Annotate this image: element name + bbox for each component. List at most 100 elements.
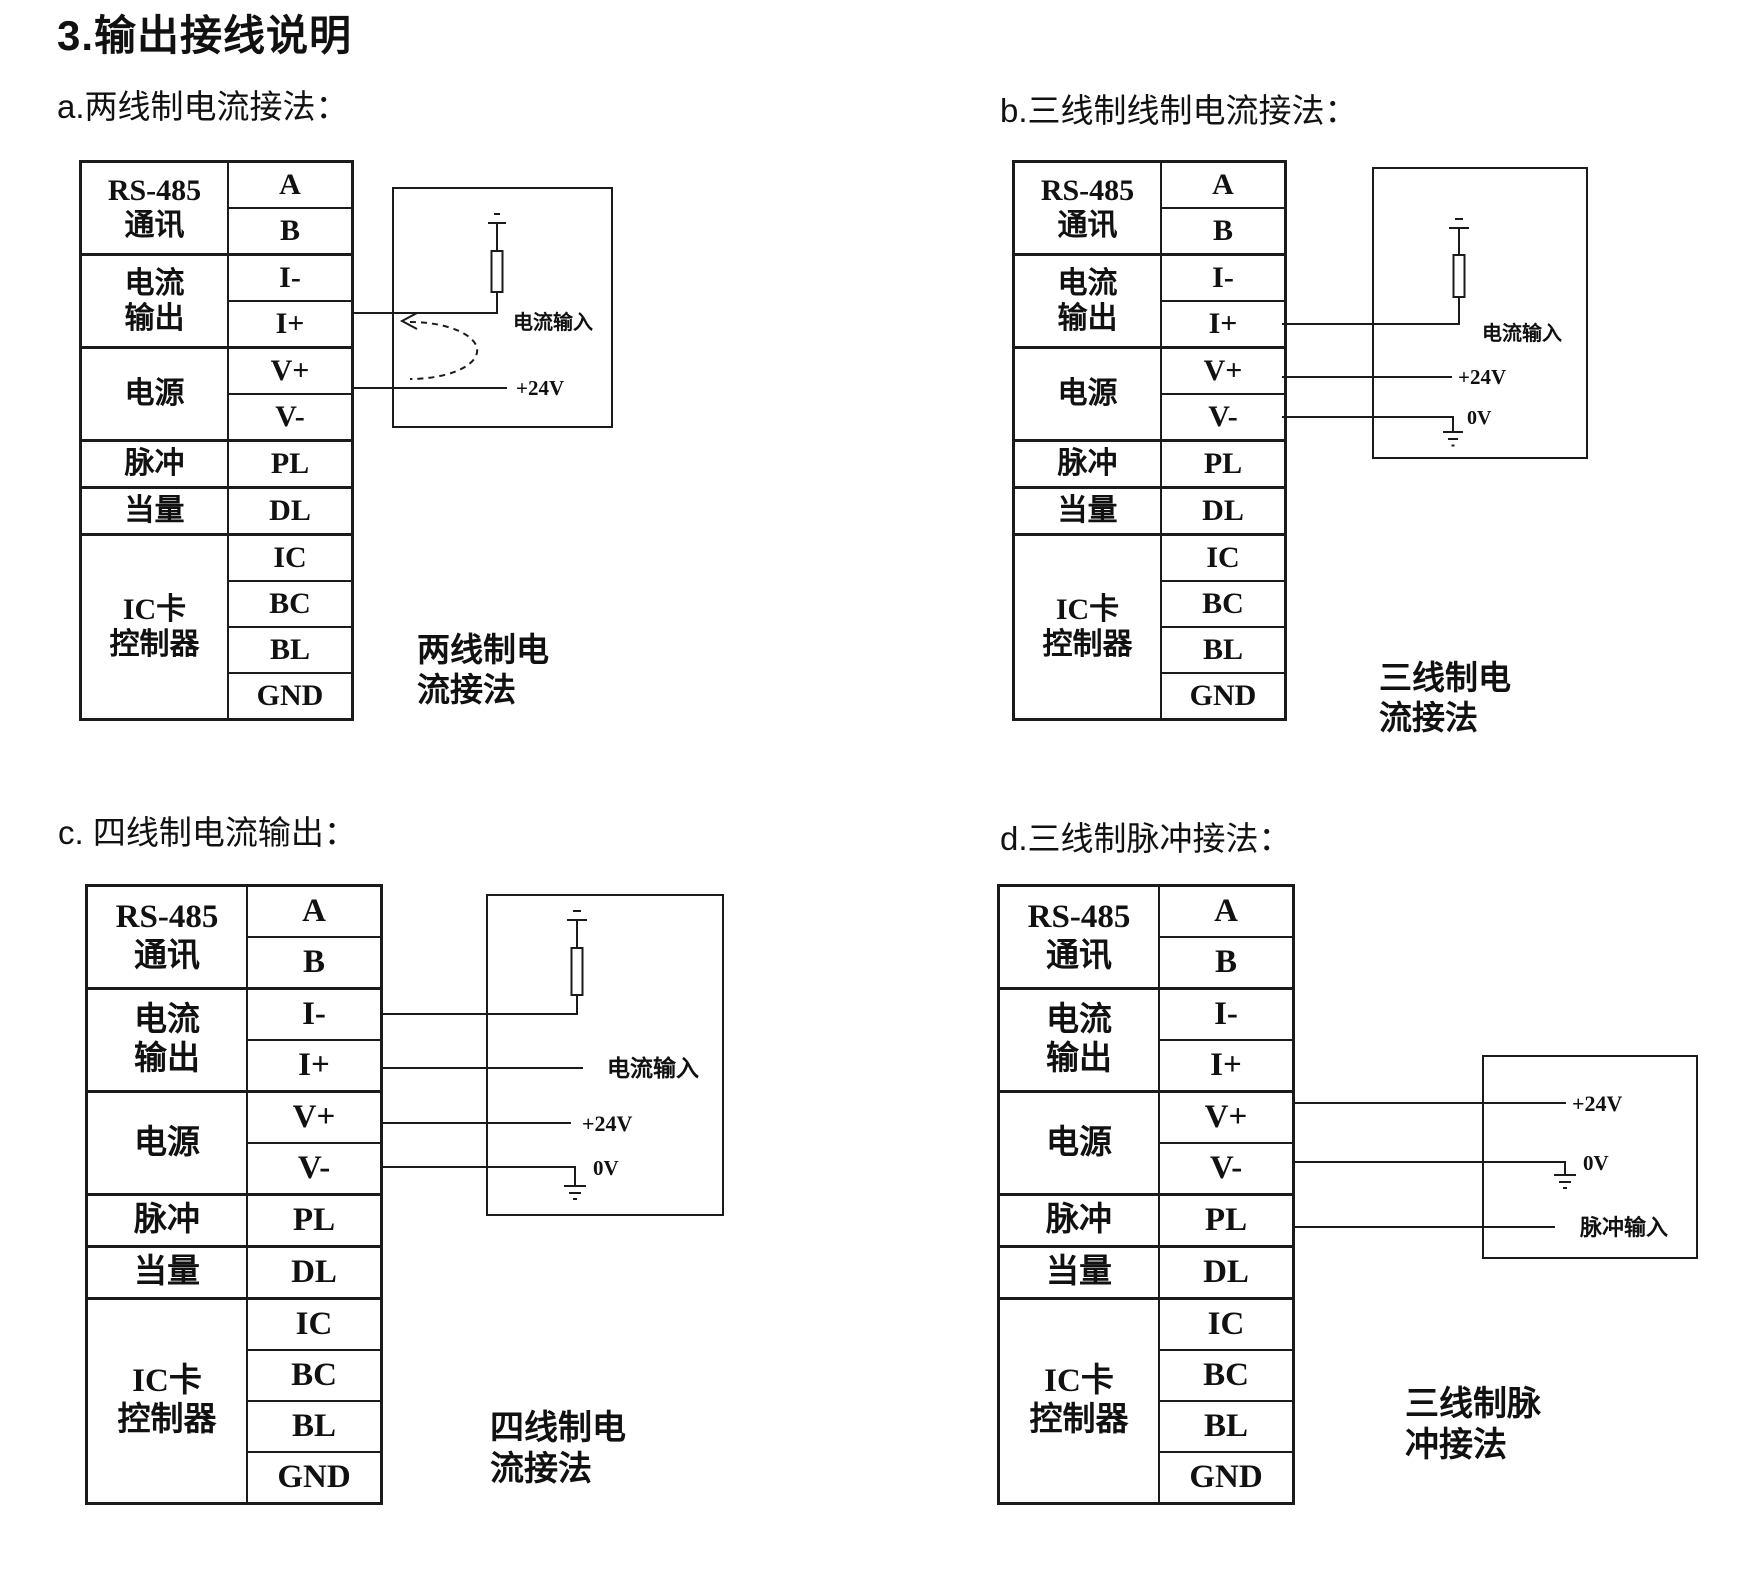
caption-a: 两线制电 流接法 (417, 633, 549, 709)
terminal-group-label: 电流 输出 (85, 987, 248, 1093)
terminal-pin: B (246, 936, 383, 990)
wiring-diagram-d: +24V 0V 脉冲输入 (1295, 1055, 1698, 1259)
label-24v: +24V (1572, 1091, 1623, 1116)
caption-c: 四线制电 流接法 (490, 1410, 626, 1488)
terminal-pin: BL (1160, 626, 1287, 674)
ground-icon (564, 1185, 586, 1200)
wiring-diagram-b: 电流输入 +24V 0V (1282, 167, 1588, 459)
terminal-pin: I+ (246, 1039, 383, 1093)
terminal-group-label: 电流 输出 (79, 253, 229, 349)
terminal-pin: PL (1158, 1193, 1295, 1248)
caption-b: 三线制电 流接法 (1379, 661, 1511, 737)
wire-i-minus (383, 995, 578, 1015)
device-box (1482, 1055, 1698, 1259)
terminal-pin: I- (1160, 253, 1287, 302)
terminal-pin: BL (227, 626, 354, 674)
terminal-group-label: IC卡 控制器 (79, 533, 229, 721)
terminal-group-label: 脉冲 (79, 439, 229, 489)
terminal-pin: I+ (1158, 1039, 1295, 1093)
ground-icon (1449, 218, 1469, 255)
terminal-pin: BL (1158, 1400, 1295, 1453)
terminal-pin: V- (1160, 393, 1287, 442)
terminal-pin: B (1160, 207, 1287, 256)
terminal-group-label: RS-485 通讯 (997, 884, 1160, 990)
label-current-input: 电流输入 (513, 310, 593, 334)
wire-0v (1282, 416, 1454, 432)
terminal-pin: V+ (1160, 346, 1287, 395)
terminal-pin: A (227, 160, 354, 209)
terminal-pin: V- (1158, 1142, 1295, 1196)
wire-0v (383, 1166, 576, 1186)
label-24v: +24V (582, 1111, 633, 1136)
terminal-group-label: IC卡 控制器 (85, 1297, 248, 1505)
resistor-icon (1452, 254, 1466, 298)
terminal-pin: A (246, 884, 383, 938)
resistor-icon (570, 947, 584, 996)
wire-0v (1295, 1161, 1566, 1175)
terminal-pin: GND (1160, 672, 1287, 721)
section-c-heading: c. 四线制电流输出： (58, 814, 357, 851)
wire-i-plus (1282, 297, 1460, 325)
terminal-pin: V+ (1158, 1090, 1295, 1144)
terminal-pin: BC (246, 1349, 383, 1402)
device-box (486, 894, 724, 1216)
terminal-pin: IC (1158, 1297, 1295, 1351)
terminal-pin: PL (227, 439, 354, 489)
terminal-pin: BC (1158, 1349, 1295, 1402)
terminal-group-label: 电源 (997, 1090, 1160, 1196)
ground-icon (1443, 431, 1463, 447)
arrowhead-icon (399, 312, 418, 330)
wire-i-plus (354, 292, 498, 314)
terminal-pin: PL (246, 1193, 383, 1248)
terminal-pin: GND (227, 672, 354, 721)
terminal-pin: DL (1158, 1245, 1295, 1300)
device-box (392, 187, 613, 428)
terminal-pin: PL (1160, 439, 1287, 489)
label-current-input: 电流输入 (1482, 321, 1562, 345)
terminal-pin: IC (1160, 533, 1287, 582)
current-direction-arc (409, 321, 479, 380)
terminal-pin: GND (246, 1451, 383, 1505)
terminal-group-label: RS-485 通讯 (85, 884, 248, 990)
terminal-group-label: RS-485 通讯 (79, 160, 229, 256)
ground-icon (567, 910, 587, 948)
terminal-pin: V+ (227, 346, 354, 395)
label-current-input: 电流输入 (607, 1055, 699, 1081)
terminal-pin: BC (1160, 580, 1287, 628)
label-0v: 0V (1467, 407, 1492, 429)
terminal-pin: I- (246, 987, 383, 1041)
terminal-pin: V- (227, 393, 354, 442)
terminal-pin: B (227, 207, 354, 256)
label-24v: +24V (516, 376, 564, 400)
terminal-pin: V- (246, 1142, 383, 1196)
terminal-group-label: 当量 (997, 1245, 1160, 1300)
terminal-pin: BL (246, 1400, 383, 1453)
terminal-pin: IC (227, 533, 354, 582)
terminal-pin: I- (1158, 987, 1295, 1041)
device-box (1372, 167, 1588, 459)
caption-d: 三线制脉 冲接法 (1405, 1386, 1541, 1464)
label-0v: 0V (1583, 1151, 1609, 1175)
terminal-pin: DL (1160, 486, 1287, 536)
section-b-heading: b.三线制线制电流接法： (1000, 92, 1358, 129)
page-title: 3.输出接线说明 (57, 12, 353, 59)
terminal-pin: V+ (246, 1090, 383, 1144)
resistor-icon (490, 250, 504, 293)
terminal-group-label: 当量 (1012, 486, 1162, 536)
section-a-heading: a.两线制电流接法： (57, 88, 349, 125)
terminal-group-label: 脉冲 (997, 1193, 1160, 1248)
terminal-group-label: IC卡 控制器 (997, 1297, 1160, 1505)
section-d-heading: d.三线制脉冲接法： (1000, 820, 1292, 857)
terminal-group-label: RS-485 通讯 (1012, 160, 1162, 256)
terminal-pin: I+ (227, 300, 354, 349)
terminal-group-label: 电流 输出 (997, 987, 1160, 1093)
terminal-pin: GND (1158, 1451, 1295, 1505)
